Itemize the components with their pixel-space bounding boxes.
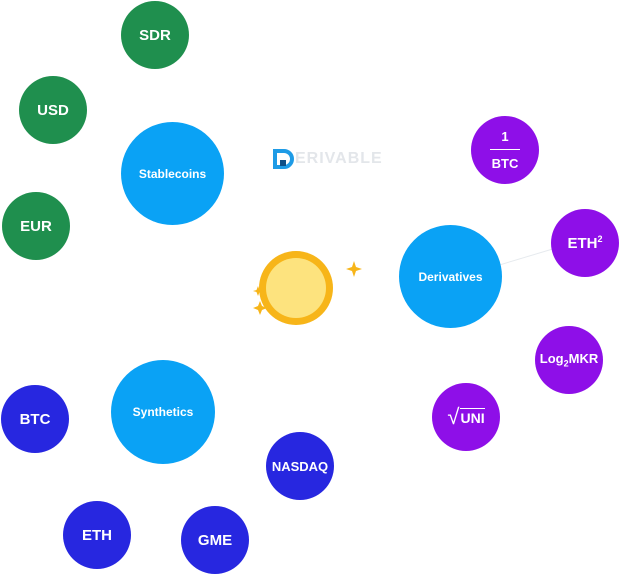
- asset-eth-squared[interactable]: ETH2: [551, 209, 619, 277]
- asset-sdr[interactable]: SDR: [121, 1, 189, 69]
- hub-derivatives[interactable]: Derivatives: [399, 225, 502, 328]
- sun-icon: [253, 251, 362, 325]
- hub-derivatives-label: Derivatives: [418, 269, 483, 284]
- hub-stablecoins[interactable]: Stablecoins: [121, 122, 224, 225]
- asset-log-mkr[interactable]: Log2MKR: [535, 326, 603, 394]
- sqrt-expression: √ UNI: [447, 404, 485, 430]
- log-mkr-func: Log: [539, 351, 564, 367]
- asset-gme-label: GME: [197, 531, 233, 549]
- asset-eur[interactable]: EUR: [2, 192, 70, 260]
- fraction-denominator: BTC: [491, 156, 519, 171]
- eth-squared-exponent: 2: [597, 234, 603, 244]
- fraction: 1 BTC: [490, 129, 520, 171]
- asset-eth[interactable]: ETH: [63, 501, 131, 569]
- asset-nasdaq-label: NASDAQ: [271, 458, 329, 474]
- asset-usd-label: USD: [37, 101, 69, 119]
- hub-stablecoins-label: Stablecoins: [138, 166, 207, 181]
- logo-wordmark: ERIVABLE: [295, 150, 383, 167]
- asset-usd[interactable]: USD: [19, 76, 87, 144]
- asset-nasdaq[interactable]: NASDAQ: [266, 432, 334, 500]
- asset-sqrt-uni[interactable]: √ UNI: [432, 383, 500, 451]
- hub-synthetics-label: Synthetics: [132, 405, 194, 419]
- log-mkr-arg: MKR: [568, 351, 599, 367]
- fraction-bar: [490, 149, 520, 150]
- derivable-logo-icon: [273, 149, 294, 169]
- eth-squared-base: ETH: [567, 235, 598, 252]
- asset-btc[interactable]: BTC: [1, 385, 69, 453]
- asset-eth-label: ETH: [82, 526, 112, 544]
- asset-gme[interactable]: GME: [181, 506, 249, 574]
- fraction-numerator: 1: [501, 129, 509, 144]
- asset-eur-label: EUR: [20, 217, 52, 235]
- log-mkr-subscript: 2: [563, 358, 569, 369]
- asset-sdr-label: SDR: [139, 26, 171, 44]
- asset-btc-label: BTC: [19, 410, 51, 428]
- sqrt-radical-icon: √: [447, 404, 460, 429]
- hub-synthetics[interactable]: Synthetics: [111, 360, 215, 464]
- asset-inverse-btc[interactable]: 1 BTC: [471, 116, 539, 184]
- sqrt-uni-arg: UNI: [460, 408, 485, 426]
- derivable-logo: ERIVABLE: [272, 148, 383, 170]
